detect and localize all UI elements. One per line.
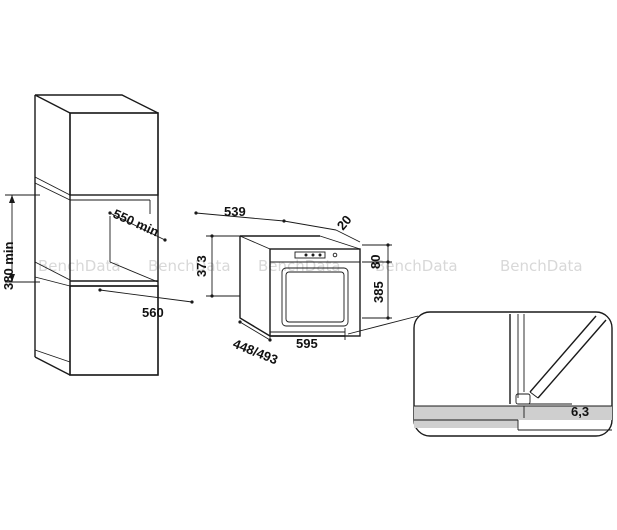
detail-inset: 6,3 [347, 311, 613, 437]
oven-depth-top-label: 539 [224, 204, 246, 219]
cabinet-drawing [34, 94, 159, 376]
watermark-4: BenchData [375, 257, 458, 275]
watermark-1: BenchData [38, 257, 121, 275]
watermark-5: BenchData [500, 257, 583, 275]
oven-drawing [239, 235, 361, 337]
watermarks: BenchData BenchData BenchData BenchData … [38, 257, 583, 275]
watermark-3: BenchData [258, 257, 341, 275]
oven-body-height-label: 373 [194, 255, 209, 277]
cabinet-width-label: 560 [142, 305, 164, 320]
oven-depth-bottom-label: 448/493 [231, 336, 280, 368]
oven-dimensions: 539 20 373 80 385 595 448/493 [194, 204, 392, 367]
watermark-2: BenchData [148, 257, 231, 275]
detail-gap-label: 6,3 [571, 404, 589, 419]
oven-width-label: 595 [296, 336, 318, 351]
oven-panel-height-label: 80 [368, 255, 383, 269]
oven-front-thickness-label: 20 [334, 212, 355, 233]
oven-total-height-label: 385 [371, 281, 386, 303]
cabinet-depth-label: 550 min [111, 206, 161, 239]
cabinet-height-label: 380 min [1, 242, 16, 290]
